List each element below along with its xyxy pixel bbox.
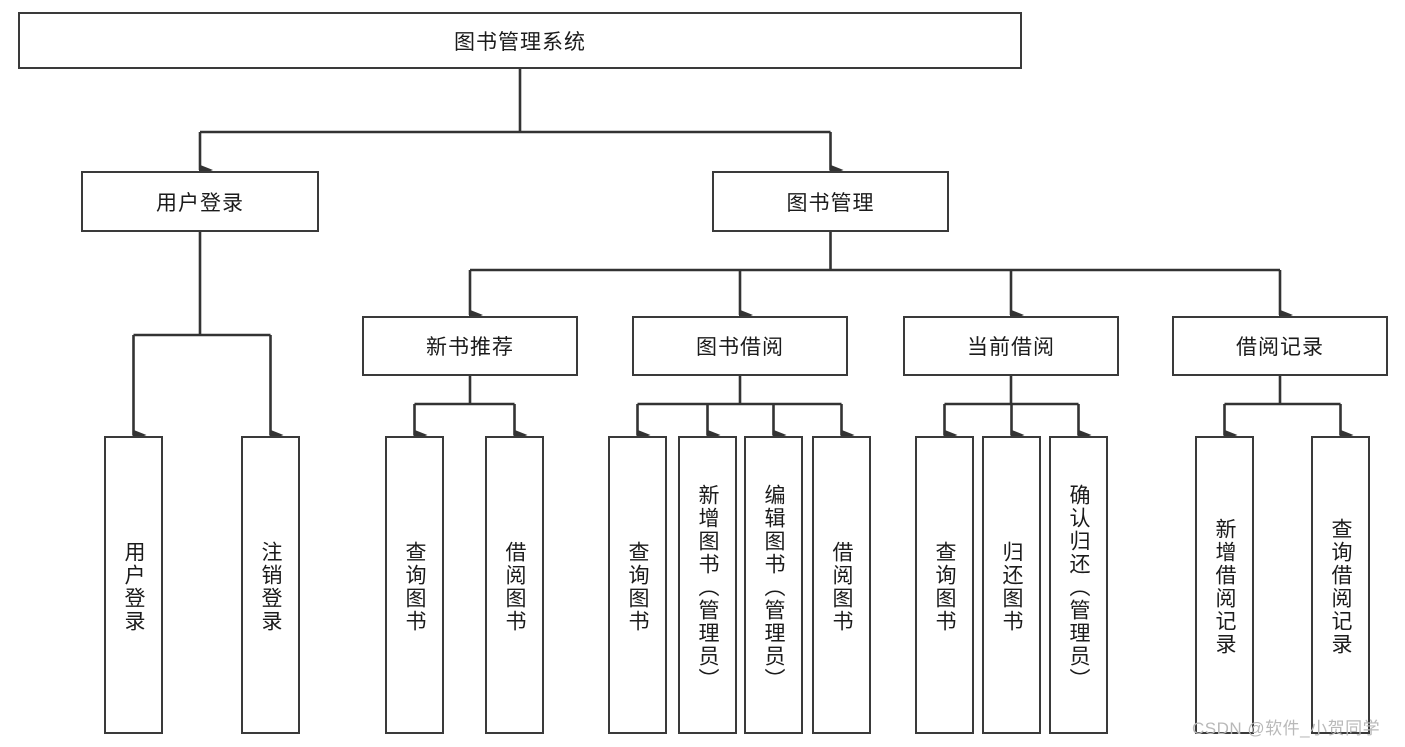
node-leaf-query-borrow-record[interactable]: 查询借阅记录 — [1311, 436, 1370, 734]
node-label: 用户登录 — [122, 541, 145, 633]
node-label: 借阅图书 — [503, 541, 526, 633]
node-leaf-query-book-3[interactable]: 查询图书 — [915, 436, 974, 734]
csdn-watermark: CSDN @软件_小贺同学 — [1192, 719, 1381, 738]
node-leaf-return-book[interactable]: 归还图书 — [982, 436, 1041, 734]
node-label: 查询图书 — [626, 541, 649, 633]
node-label: 查询借阅记录 — [1329, 518, 1352, 656]
node-label: 查询图书 — [403, 541, 426, 633]
node-leaf-add-book-admin[interactable]: 新增图书（管理员） — [678, 436, 737, 734]
node-leaf-edit-book-admin[interactable]: 编辑图书（管理员） — [744, 436, 803, 734]
node-label: 编辑图书（管理员） — [762, 483, 785, 691]
node-label: 借阅记录 — [1236, 336, 1324, 359]
node-new-book-recommendation[interactable]: 新书推荐 — [362, 316, 578, 376]
node-leaf-logout[interactable]: 注销登录 — [241, 436, 300, 734]
node-label: 图书管理 — [786, 191, 875, 215]
node-leaf-borrow-book-2[interactable]: 借阅图书 — [812, 436, 871, 734]
node-leaf-query-book-2[interactable]: 查询图书 — [608, 436, 667, 734]
node-root-book-management-system[interactable]: 图书管理系统 — [18, 12, 1022, 69]
node-book-management[interactable]: 图书管理 — [712, 171, 949, 232]
node-label: 查询图书 — [933, 541, 956, 633]
node-label: 图书管理系统 — [454, 30, 586, 54]
node-leaf-user-login[interactable]: 用户登录 — [104, 436, 163, 734]
node-leaf-confirm-return-admin[interactable]: 确认归还（管理员） — [1049, 436, 1108, 734]
node-label: 归还图书 — [1000, 541, 1023, 633]
node-leaf-borrow-book-1[interactable]: 借阅图书 — [485, 436, 544, 734]
node-book-borrowing[interactable]: 图书借阅 — [632, 316, 848, 376]
node-user-login[interactable]: 用户登录 — [81, 171, 319, 232]
node-borrowing-record[interactable]: 借阅记录 — [1172, 316, 1388, 376]
node-current-borrowing[interactable]: 当前借阅 — [903, 316, 1119, 376]
node-label: 用户登录 — [156, 191, 244, 215]
node-label: 新增借阅记录 — [1213, 518, 1236, 656]
node-label: 确认归还（管理员） — [1067, 483, 1090, 691]
node-leaf-query-book-1[interactable]: 查询图书 — [385, 436, 444, 734]
node-label: 借阅图书 — [830, 541, 853, 633]
node-label: 图书借阅 — [696, 336, 784, 359]
node-label: 新书推荐 — [426, 336, 514, 359]
node-label: 新增图书（管理员） — [696, 483, 719, 691]
node-leaf-add-borrow-record[interactable]: 新增借阅记录 — [1195, 436, 1254, 734]
node-label: 当前借阅 — [967, 336, 1055, 359]
node-label: 注销登录 — [259, 541, 282, 633]
